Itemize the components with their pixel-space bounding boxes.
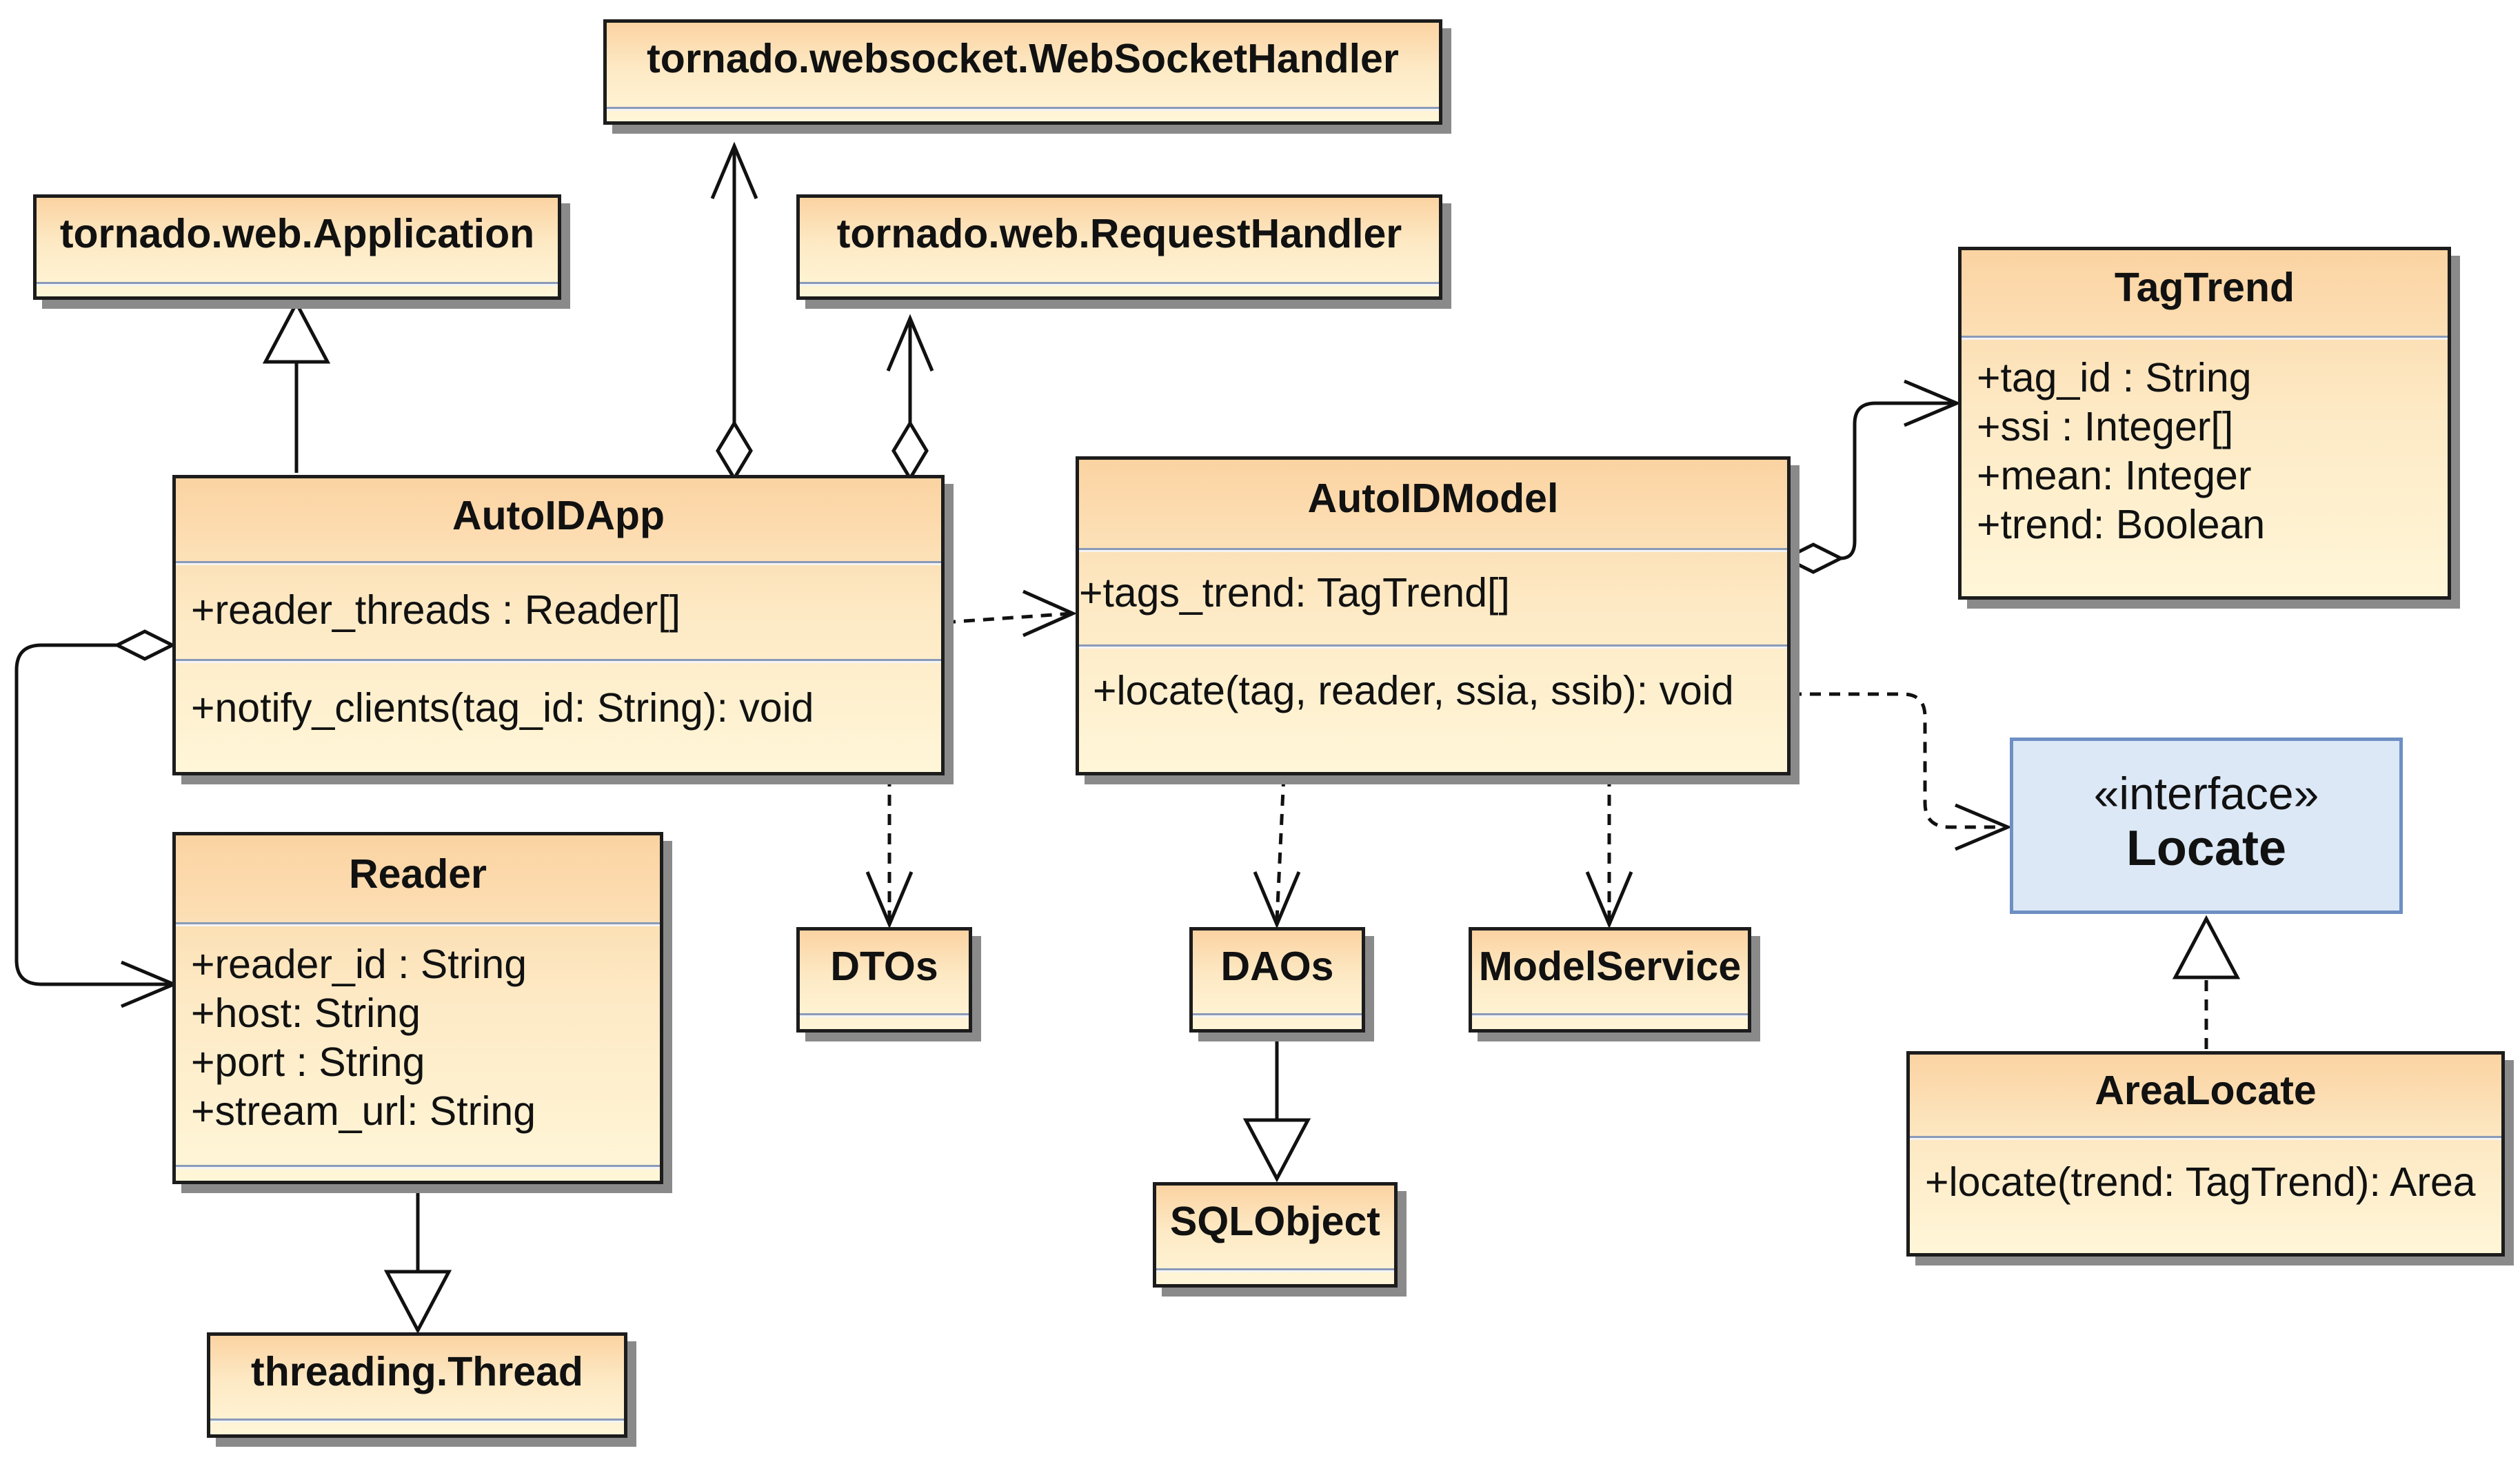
class-name: AreaLocate	[2095, 1068, 2317, 1113]
attribute: +tag_id : String	[1977, 355, 2252, 400]
class-threading-thread[interactable]: threading.Thread	[207, 1332, 627, 1438]
compartment-divider	[1472, 1013, 1748, 1017]
interface-locate[interactable]: «interface» Locate	[2010, 738, 2403, 914]
open-arrowhead-dtos	[865, 871, 914, 929]
class-request-handler[interactable]: tornado.web.RequestHandler	[796, 194, 1442, 300]
generalization-arrowhead-thread	[383, 1270, 452, 1334]
edge-model-tagtrend-aggregation	[1840, 401, 1957, 560]
operation: +notify_clients(tag_id: String): void	[191, 685, 814, 731]
compartment-divider	[176, 659, 941, 663]
attribute: +ssi : Integer[]	[1977, 404, 2234, 449]
class-name: DTOs	[830, 944, 938, 989]
class-model-service[interactable]: ModelService	[1469, 927, 1751, 1033]
operation: +locate(trend: TagTrend): Area	[1925, 1159, 2476, 1205]
compartment-divider	[800, 282, 1439, 286]
edge-model-depends-daos	[1275, 775, 1286, 921]
class-websocket-handler[interactable]: tornado.websocket.WebSocketHandler	[603, 19, 1442, 125]
open-arrowhead-modelservice	[1585, 871, 1633, 929]
class-name: threading.Thread	[251, 1349, 583, 1394]
generalization-arrowhead-application	[262, 299, 331, 364]
open-arrowhead-requesthandler	[886, 314, 934, 372]
open-arrowhead-model	[1022, 589, 1078, 638]
compartment-divider	[1193, 1013, 1362, 1017]
compartment-divider	[176, 1165, 660, 1169]
generalization-arrowhead-sqlobject	[1242, 1118, 1311, 1183]
attribute: +host: String	[191, 990, 421, 1036]
aggregation-diamond-websocket	[716, 420, 753, 482]
attribute: +tags_trend: TagTrend[]	[1079, 570, 1510, 616]
compartment-divider	[210, 1419, 624, 1423]
open-arrowhead-locate	[1955, 803, 2013, 851]
aggregation-diamond-requesthandler	[891, 420, 929, 482]
compartment-divider	[1910, 1136, 2501, 1140]
compartment-divider	[800, 1013, 969, 1017]
compartment-divider	[176, 561, 941, 565]
operation: +locate(tag, reader, ssia, ssib): void	[1093, 668, 1734, 713]
class-name: DAOs	[1220, 944, 1334, 989]
open-arrowhead-tagtrend	[1904, 379, 1962, 427]
class-name: AutoIDApp	[452, 493, 665, 538]
class-web-application[interactable]: tornado.web.Application	[33, 194, 561, 300]
attribute: +stream_url: String	[191, 1088, 536, 1134]
aggregation-diamond-tagtrend	[1782, 542, 1845, 574]
compartment-divider	[1079, 548, 1787, 552]
attribute: +reader_threads : Reader[]	[191, 587, 681, 633]
aggregation-diamond-reader	[113, 629, 177, 661]
compartment-divider	[176, 922, 660, 926]
class-autoid-app[interactable]: AutoIDApp +reader_threads : Reader[] +no…	[172, 475, 945, 775]
class-tag-trend[interactable]: TagTrend +tag_id : String +ssi : Integer…	[1958, 247, 2451, 600]
class-name: Reader	[348, 851, 487, 897]
compartment-divider	[607, 107, 1439, 111]
edge-app-reader-aggregation	[14, 643, 174, 986]
class-name: tornado.web.Application	[59, 211, 535, 256]
class-name: SQLObject	[1170, 1199, 1380, 1244]
compartment-divider	[37, 282, 558, 286]
compartment-divider	[1156, 1268, 1394, 1272]
class-name: AutoIDModel	[1307, 476, 1559, 521]
class-area-locate[interactable]: AreaLocate +locate(trend: TagTrend): Are…	[1906, 1051, 2505, 1257]
class-name: tornado.web.RequestHandler	[836, 211, 1402, 256]
interface-name: Locate	[2126, 821, 2287, 876]
realization-arrowhead-locate	[2172, 915, 2241, 979]
class-autoid-model[interactable]: AutoIDModel +tags_trend: TagTrend[] +loc…	[1076, 456, 1791, 775]
class-name: TagTrend	[2114, 265, 2295, 310]
class-daos[interactable]: DAOs	[1189, 927, 1365, 1033]
compartment-divider	[1079, 644, 1787, 649]
compartment-divider	[1962, 336, 2448, 340]
edge-model-depends-locate	[1791, 692, 2008, 829]
class-dtos[interactable]: DTOs	[796, 927, 972, 1033]
interface-stereotype: «interface»	[2093, 768, 2319, 819]
class-name: ModelService	[1478, 944, 1742, 989]
class-sql-object[interactable]: SQLObject	[1153, 1182, 1398, 1288]
attribute: +port : String	[191, 1039, 425, 1085]
edge-app-depends-model	[944, 611, 1073, 624]
class-reader[interactable]: Reader +reader_id : String +host: String…	[172, 832, 663, 1184]
open-arrowhead-websocket	[710, 141, 758, 199]
attribute: +trend: Boolean	[1977, 502, 2266, 547]
attribute: +mean: Integer	[1977, 453, 2252, 498]
attribute: +reader_id : String	[191, 942, 527, 987]
class-name: tornado.websocket.WebSocketHandler	[647, 36, 1399, 81]
open-arrowhead-daos	[1253, 871, 1301, 929]
